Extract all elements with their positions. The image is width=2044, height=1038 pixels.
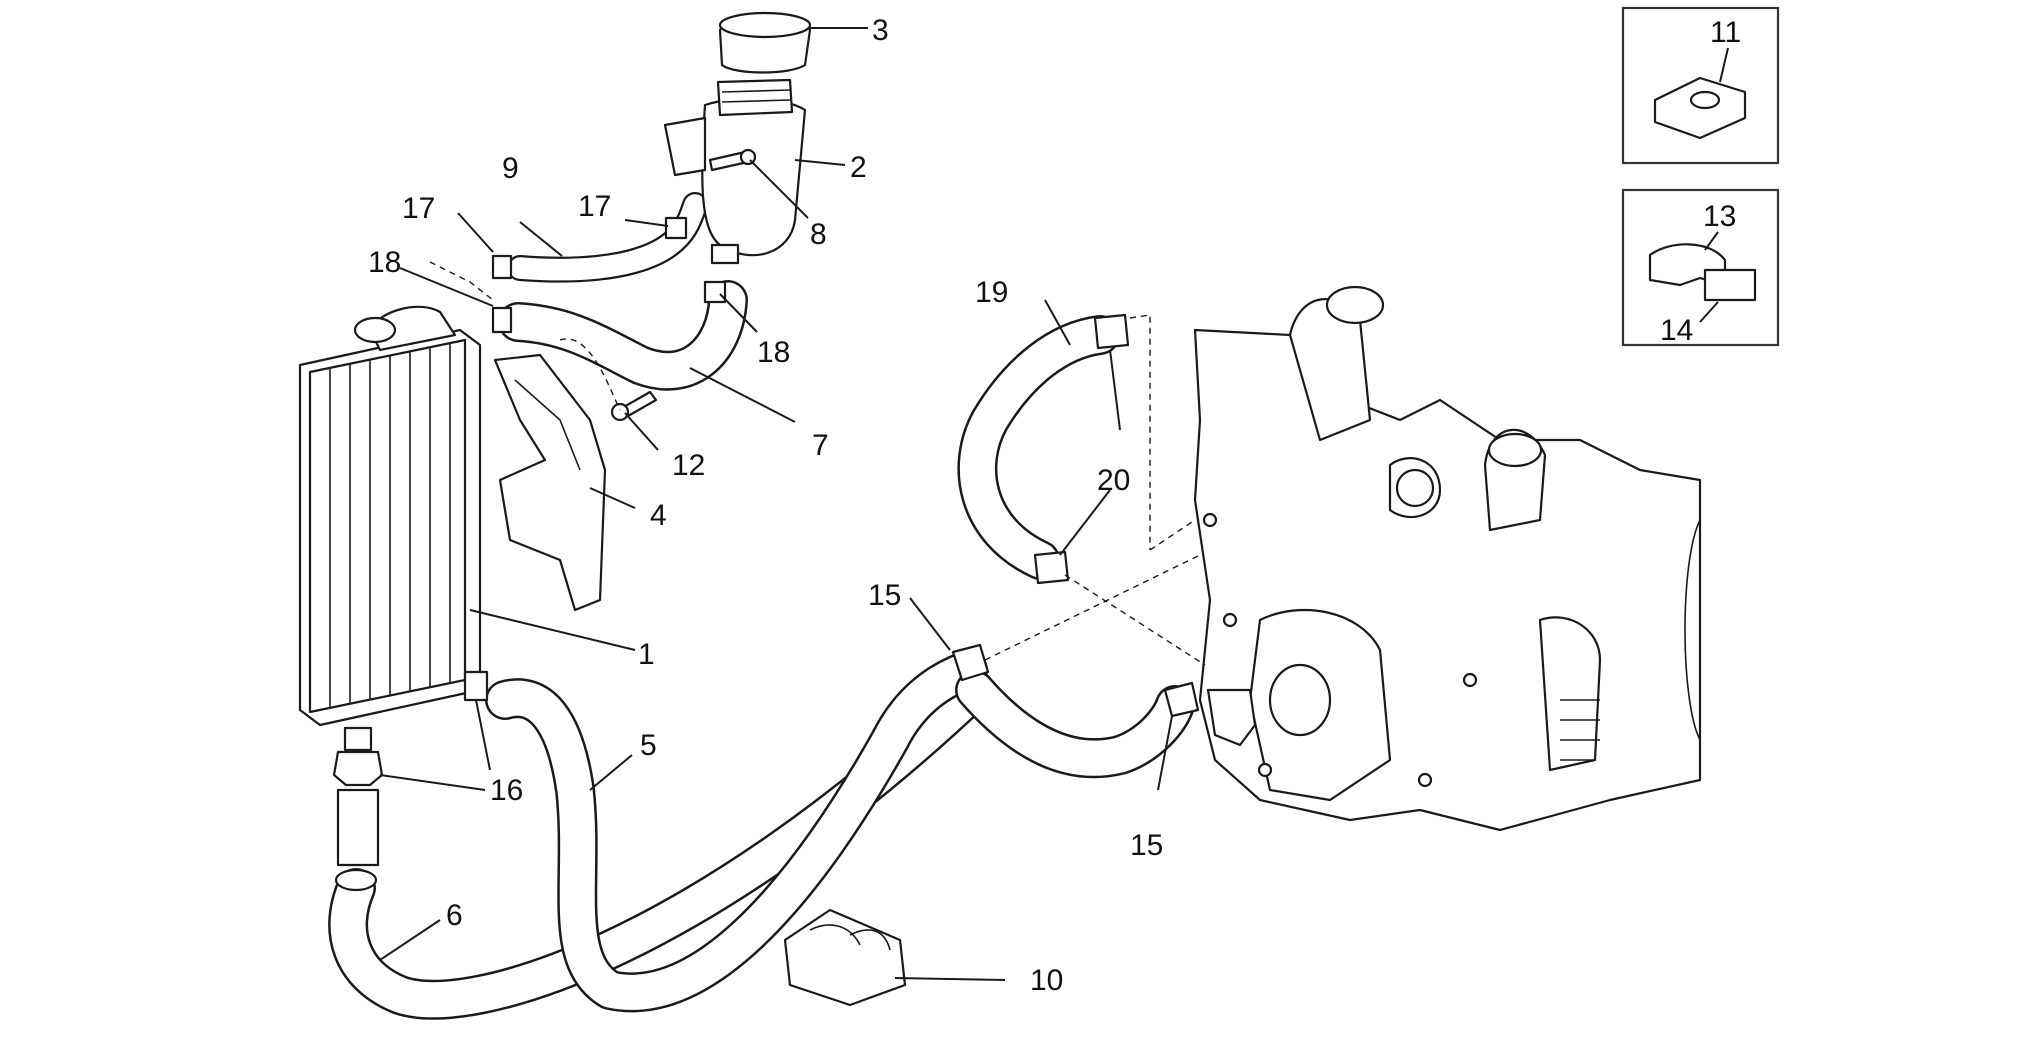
leader-lines (379, 27, 1173, 981)
callout-14: 14 (1660, 314, 1693, 347)
clamp-18-right (703, 280, 727, 304)
callout-12: 12 (672, 449, 705, 482)
callout-4: 4 (650, 499, 667, 532)
hose-guide (783, 908, 907, 1007)
inset-11 (1621, 6, 1780, 165)
clamp-16 (463, 670, 489, 702)
clamp-17-right (664, 216, 688, 240)
expansion-tank (663, 78, 807, 265)
assembly-line-19 (1129, 314, 1151, 550)
callout-18-left: 18 (368, 246, 401, 279)
radiator-spigot (332, 726, 384, 892)
hose-19 (957, 315, 1120, 580)
clamp-20-lower (1033, 550, 1070, 585)
callout-18-right: 18 (757, 336, 790, 369)
inset-13-14 (1621, 188, 1780, 347)
callout-13: 13 (1703, 200, 1736, 233)
callout-3: 3 (872, 14, 889, 47)
hose-9 (507, 192, 708, 283)
bolt-12 (610, 390, 658, 422)
hose-6 (328, 670, 995, 1020)
clamp-15-upper (951, 643, 990, 682)
hose-7 (498, 280, 748, 391)
callout-15-lower: 15 (1130, 829, 1163, 862)
clamp-20-upper (1093, 313, 1130, 350)
callout-1: 1 (638, 638, 655, 671)
clamp-18-left (491, 306, 513, 334)
clamp-15-lower (1163, 681, 1200, 718)
callout-17-right: 17 (578, 190, 611, 223)
radiator (298, 305, 482, 727)
callout-17-left: 17 (402, 192, 435, 225)
callout-19: 19 (975, 276, 1008, 309)
radiator-bracket (493, 353, 607, 612)
callout-labels: 1 2 3 4 5 6 7 8 9 10 11 12 13 14 15 15 1… (368, 14, 1741, 997)
callout-5: 5 (640, 729, 657, 762)
assembly-line-18 (429, 261, 494, 301)
callout-7: 7 (812, 429, 829, 462)
hose-5 (485, 650, 988, 1013)
callout-20: 20 (1097, 464, 1130, 497)
clamp-17-left (491, 254, 513, 280)
assembly-line-20b (1064, 574, 1206, 666)
engine-block (1193, 285, 1702, 832)
callout-10: 10 (1030, 964, 1063, 997)
callout-11: 11 (1710, 16, 1741, 49)
callout-16: 16 (490, 774, 523, 807)
callout-15-upper: 15 (868, 579, 901, 612)
expansion-tank-cap (718, 11, 812, 74)
assembly-line-15 (984, 554, 1201, 661)
callout-2: 2 (850, 151, 867, 184)
hose-5-branch (955, 670, 1195, 779)
assembly-line-12 (559, 338, 621, 411)
callout-6: 6 (446, 899, 463, 932)
callout-8: 8 (810, 218, 827, 251)
callout-9: 9 (502, 152, 519, 185)
assembly-line-20 (1149, 519, 1196, 551)
